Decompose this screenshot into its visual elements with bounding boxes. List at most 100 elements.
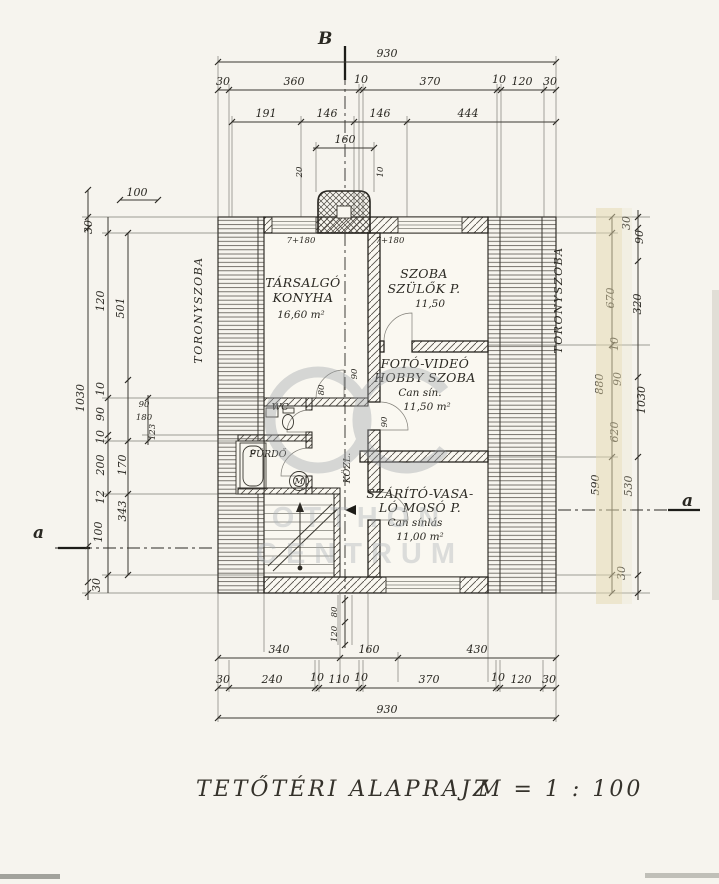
interior-walls [237, 232, 489, 578]
dim-left: 1030 [74, 384, 87, 412]
door-furdo [280, 447, 310, 477]
stair-arrow [296, 502, 304, 512]
watermark: OTTHON CENTRUM [256, 366, 464, 570]
dim-left: 90 [94, 407, 107, 421]
room-szoba-area: 11,50 [415, 298, 445, 310]
door-swings [280, 312, 413, 521]
flue [336, 205, 352, 219]
dim-bottom: 10 [310, 671, 324, 684]
scan-bottom-mark-right [645, 873, 719, 878]
dim-left: 10 [94, 430, 107, 444]
section-marker-b: B [317, 29, 332, 49]
dim-right: 530 [622, 476, 635, 497]
section-arrow [345, 505, 356, 515]
window-top-right [397, 216, 463, 234]
side-label-left: TORONYSZOBA [192, 256, 205, 363]
bathtub-inner [242, 445, 264, 487]
dim-top-total: 930 [377, 47, 398, 60]
toilet-bowl [282, 414, 294, 430]
dim-left: 30 [82, 220, 95, 234]
dimension-linework [82, 56, 650, 722]
section-lines: B a a [33, 29, 702, 592]
scan-artifacts [0, 208, 719, 879]
room-kozl-label: KÖZL. [341, 453, 353, 485]
dimension-labels-left: 30 100 120 501 1030 10 90 10 200 170 12 … [74, 186, 205, 592]
dim-bottom: 120 [511, 673, 532, 686]
bathtub [239, 442, 267, 490]
dim-left: 100 [92, 522, 105, 543]
scan-edge-shadow [712, 290, 719, 600]
dim-top: 160 [335, 133, 356, 146]
dimension-labels-bottom: 340 160 430 30 240 10 110 10 370 10 120 … [216, 368, 556, 716]
washing-machine [289, 471, 309, 491]
dim-bottom: 30 [542, 673, 556, 686]
chimney [317, 190, 371, 234]
dim-left: 90 [139, 400, 150, 410]
dim-below: 80 [330, 606, 340, 617]
wc-sink [265, 407, 279, 418]
level-mark: 7+180 [287, 236, 316, 246]
dim-bottom: 10 [491, 671, 505, 684]
dim-right: 90 [633, 230, 646, 244]
dim-top: 360 [284, 75, 305, 88]
dim-interior: 90 [380, 416, 390, 427]
dim-bottom: 340 [269, 643, 290, 656]
stair-walkline-start [297, 565, 303, 571]
room-szarito-line2: LÓ MOSÓ P. [378, 499, 461, 515]
highlighter-strip-edge [622, 208, 632, 604]
room-konyha-line2: KONYHA [272, 290, 334, 305]
room-konyha-area: 16,60 m² [277, 309, 325, 321]
dim-left: 180 [136, 413, 153, 423]
dim-interior: 90 [350, 368, 360, 379]
building-plan [217, 190, 557, 594]
dim-interior: 80 [317, 384, 327, 395]
window-bottom [385, 576, 461, 594]
dim-left: 501 [114, 298, 127, 319]
room-wc-label: WC [271, 402, 289, 413]
door-konyha [315, 369, 345, 399]
dim-left: 123 [148, 424, 158, 440]
roof-band-edges [257, 217, 543, 593]
dim-right: 1030 [635, 386, 648, 414]
dim-top: 146 [317, 107, 338, 120]
room-konyha-line1: TÁRSALGÓ [265, 274, 340, 290]
dim-bottom: 110 [329, 673, 350, 686]
section-marker-a-right: a [682, 491, 693, 511]
dim-top: 370 [420, 75, 441, 88]
section-marker-a-left: a [33, 523, 44, 543]
dim-bottom: 430 [466, 643, 488, 656]
staircase [264, 502, 338, 574]
dim-left: 12 [94, 490, 107, 504]
door-szoba [383, 312, 413, 342]
door-hobby [379, 401, 409, 431]
bathtub-drain [250, 449, 256, 455]
dim-top: 120 [512, 75, 533, 88]
title-text: TETŐTÉRI ALAPRAJZ [196, 775, 491, 802]
watermark-letter-o [264, 366, 372, 474]
dim-left: 170 [116, 455, 129, 476]
dim-top: 30 [543, 75, 557, 88]
dim-left: 10 [94, 382, 107, 396]
dim-bottom-total: 930 [377, 703, 398, 716]
room-furdo-label: FÜRDŐ [248, 447, 286, 460]
dim-chimney: 10 [376, 166, 386, 177]
left-roof-band [217, 216, 265, 594]
dim-top: 191 [256, 107, 277, 120]
level-mark: 7+180 [376, 236, 405, 246]
dim-bottom: 30 [216, 673, 230, 686]
room-labels: TÁRSALGÓ KONYHA 16,60 m² SZOBA SZÜLŐK P.… [248, 266, 475, 543]
dim-left: 30 [90, 578, 103, 592]
toilet-tank [282, 407, 295, 414]
watermark-line2: CENTRUM [256, 538, 464, 570]
room-szoba-line1: SZOBA [400, 266, 448, 281]
room-szarito-line1: SZÁRÍTÓ-VASA- [366, 485, 473, 501]
dim-left: 100 [127, 186, 148, 199]
dim-left: 200 [94, 455, 107, 477]
drawing-title: TETŐTÉRI ALAPRAJZ M = 1 : 100 [196, 775, 640, 802]
dim-left: 343 [116, 501, 129, 522]
dim-below: 120 [330, 625, 340, 642]
dim-top: 10 [354, 73, 368, 86]
watermark-letter-c [352, 366, 449, 474]
window-top-left [271, 216, 317, 234]
